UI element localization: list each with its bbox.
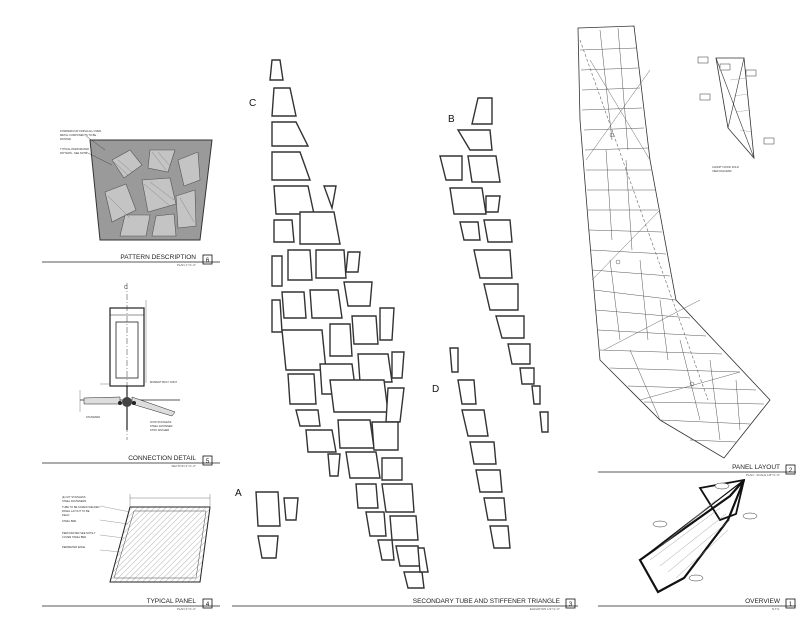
panel-layout-view: CANOPY ROOF FOLD VIEW DIAGRAM PANEL LAYO…: [577, 25, 796, 477]
svg-text:PLAN - SCALE 1/8"=1'-0": PLAN - SCALE 1/8"=1'-0": [746, 473, 780, 477]
panel-group-b: [439, 97, 535, 385]
svg-text:(E) 3/4" STAINLESS: (E) 3/4" STAINLESS: [62, 495, 86, 499]
panel-group-c: [269, 59, 429, 589]
stiffener-triangle-view: C B D A SECONDARY TUBE AND STIFFENER TRI…: [232, 59, 578, 611]
sheet-number-2: 2: [789, 468, 793, 474]
pattern-callout-2: TYPICAL PERFORATED: [60, 147, 89, 151]
sheet-number-box-1: [785, 598, 796, 609]
group-label-a: A: [235, 488, 242, 499]
svg-text:PATTERN - SEE NOTE: PATTERN - SEE NOTE: [60, 151, 87, 155]
svg-text:FIELD: FIELD: [62, 513, 69, 517]
sheet-number-3: 3: [569, 602, 573, 608]
sheet-title-4: TYPICAL PANEL: [147, 598, 197, 605]
pattern-description-view: POWDERCOAT FINISH ALL OVER METAL COMPONE…: [42, 129, 220, 267]
sheet-number-box-4: [202, 598, 213, 609]
svg-text:PAINTED: PAINTED: [60, 137, 71, 141]
sheet-number-4: 4: [206, 602, 210, 608]
svg-text:MOMENT BOLT JOINT: MOMENT BOLT JOINT: [150, 380, 177, 384]
group-label-d: D: [432, 384, 439, 395]
sheet-title-1: OVERVIEW: [745, 598, 781, 605]
sheet-number-box-2: [785, 464, 796, 475]
sheet-number-box-5: [202, 455, 213, 466]
svg-text:PLAN 3"=1'-0": PLAN 3"=1'-0": [177, 607, 196, 611]
svg-text:VIEW DIAGRAM: VIEW DIAGRAM: [712, 169, 731, 173]
svg-text:CANOPY ROOF FOLD: CANOPY ROOF FOLD: [712, 165, 739, 169]
sheet-title-5: CONNECTION DETAIL: [128, 455, 196, 462]
sheet-number-box-6: [202, 254, 213, 265]
svg-text:SECTION 3"=1'-0": SECTION 3"=1'-0": [171, 464, 196, 468]
panel-group-a: [255, 491, 299, 559]
panel-group-d: [449, 347, 549, 549]
svg-text:STEEL FASTENER: STEEL FASTENER: [150, 424, 173, 428]
svg-text:PERFORATED SEE NOTE T: PERFORATED SEE NOTE T: [62, 531, 96, 535]
pattern-callout-1: POWDERCOAT FINISH ALL OVER: [60, 129, 101, 133]
sheet-number-box-3: [565, 598, 576, 609]
sheet-title-6: PATTERN DESCRIPTION: [120, 254, 196, 261]
typical-panel-view: (E) 3/4" STAINLESS STEEL FASTENERS TUBE …: [42, 494, 220, 611]
svg-text:STEEL FASTENERS: STEEL FASTENERS: [62, 499, 87, 503]
svg-text:STEEL BRE: STEEL BRE: [62, 519, 76, 523]
svg-text:PANEL LAYOUT TO BE: PANEL LAYOUT TO BE: [62, 509, 90, 513]
sheet-number-5: 5: [206, 459, 210, 465]
svg-text:ELEVATION 1/4"=1'-0": ELEVATION 1/4"=1'-0": [530, 607, 560, 611]
svg-text:N.T.S.: N.T.S.: [772, 607, 780, 611]
svg-text:PERIMETER EDGE: PERIMETER EDGE: [62, 545, 85, 549]
sheet-title-2: PANEL LAYOUT: [732, 464, 780, 471]
overview-view: OVERVIEW N.T.S. 1: [598, 478, 796, 611]
svg-text:METAL COMPONENTS TO BE: METAL COMPONENTS TO BE: [60, 133, 96, 137]
sheet-number-1: 1: [789, 602, 793, 608]
sheet-title-3: SECONDARY TUBE AND STIFFENER TRIANGLE: [413, 598, 561, 605]
svg-text:STANDARD: STANDARD: [86, 415, 100, 419]
svg-text:TUBE TO BE SCREW WELDED: TUBE TO BE SCREW WELDED: [62, 505, 100, 509]
svg-text:PLAN 1"=1'-0": PLAN 1"=1'-0": [177, 263, 196, 267]
group-label-b: B: [448, 114, 455, 125]
centerline-marker: C: [124, 285, 128, 291]
svg-text:STIFF WASHER: STIFF WASHER: [150, 428, 169, 432]
svg-text:3/4"Ø STAINLESS: 3/4"Ø STAINLESS: [150, 420, 172, 424]
svg-text:COVER STEEL BRE: COVER STEEL BRE: [62, 535, 86, 539]
group-label-c: C: [249, 98, 256, 109]
connection-detail-view: C MOMENT BOLT JOINT 3/4"Ø STAINLESS STEE…: [42, 283, 220, 468]
sheet-number-6: 6: [206, 258, 210, 264]
